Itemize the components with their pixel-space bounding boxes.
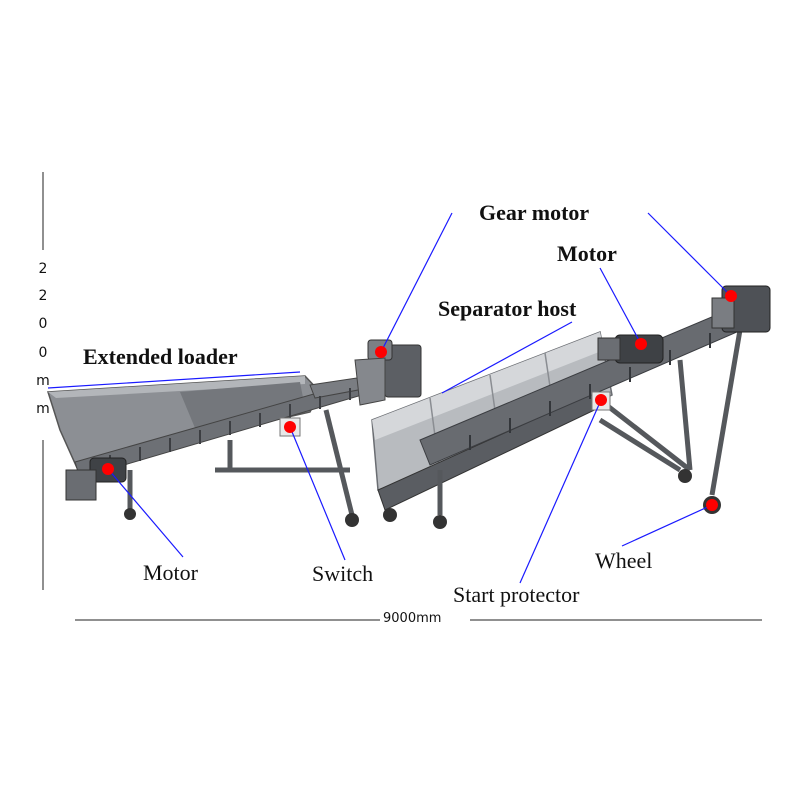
label-wheel: Wheel <box>595 548 653 573</box>
pointer-gear-motor-left <box>380 212 453 353</box>
label-separator-host: Separator host <box>438 296 577 321</box>
marker-conveyor-motor <box>635 338 647 350</box>
height-dimension-char: m <box>36 401 50 417</box>
marker-loader-gear-motor <box>375 346 387 358</box>
pointer-start-protector <box>519 399 602 584</box>
extended-loader-machine <box>46 339 422 527</box>
label-switch: Switch <box>312 561 374 586</box>
label-start-protector: Start protector <box>453 582 580 607</box>
height-dimension-char: 0 <box>38 316 48 332</box>
pointer-wheel <box>621 504 713 547</box>
length-dimension-label: 9000mm <box>383 611 442 626</box>
marker-loader-motor <box>102 463 114 475</box>
marker-start-protector <box>595 394 607 406</box>
height-dimension-char: m <box>36 373 50 389</box>
label-motor-bottom: Motor <box>143 560 198 585</box>
label-gear-motor: Gear motor <box>479 200 590 225</box>
pointer-separator-host <box>441 321 573 394</box>
height-dimension-char: 0 <box>38 345 48 361</box>
marker-switch <box>284 421 296 433</box>
pointer-motor-bottom <box>107 468 184 558</box>
separator-machine <box>371 285 771 529</box>
pointer-extended-loader <box>47 371 301 389</box>
height-dimension-char: 2 <box>38 261 48 277</box>
pointer-motor-top <box>599 267 642 345</box>
marker-top-gear-motor <box>725 290 737 302</box>
height-dimension-char: 2 <box>38 288 48 304</box>
pointer-gear-motor-right <box>647 212 732 297</box>
pointer-switch <box>289 426 346 561</box>
marker-wheel <box>706 499 718 511</box>
label-extended-loader: Extended loader <box>83 344 238 369</box>
label-motor-top: Motor <box>557 241 617 266</box>
